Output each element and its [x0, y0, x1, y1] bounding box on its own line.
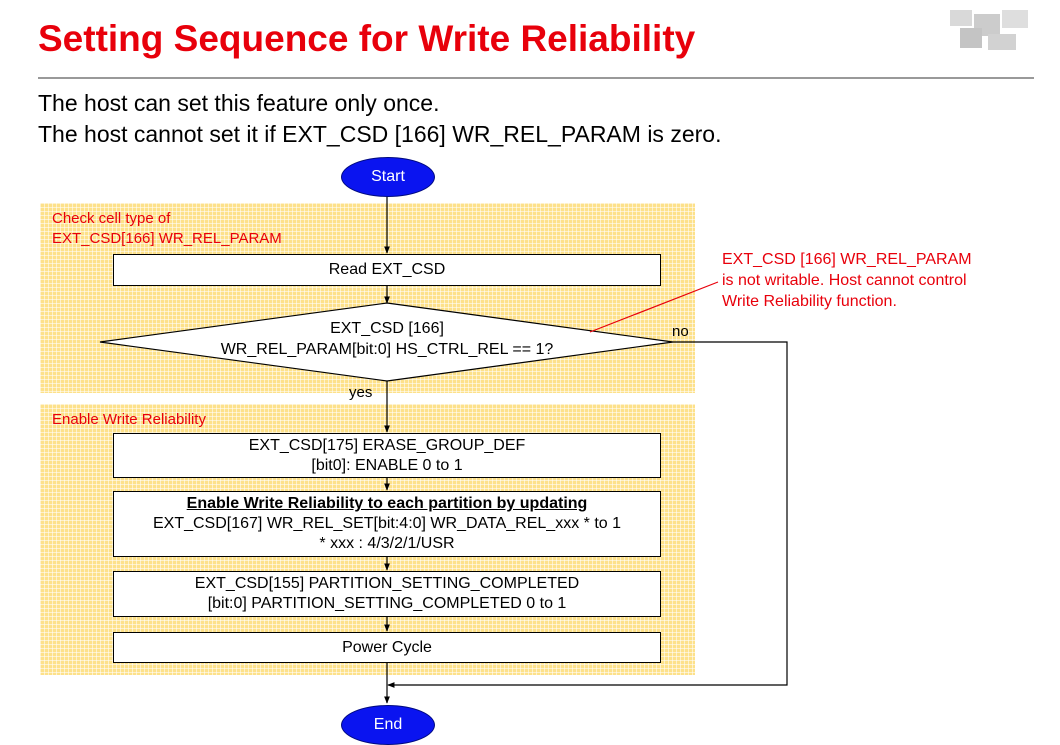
subtitle-line-1: The host can set this feature only once.	[38, 90, 440, 116]
step-read-ext-csd-text: Read EXT_CSD	[328, 261, 446, 278]
title-divider	[38, 77, 1034, 79]
step-enable-heading: Enable Write Reliability to each partiti…	[186, 495, 588, 512]
region-check-cell-type: Check cell type of EXT_CSD[166] WR_REL_P…	[40, 203, 695, 393]
region-enable-label: Enable Write Reliability	[52, 410, 206, 430]
step-erase-line-2: [bit0]: ENABLE 0 to 1	[311, 456, 463, 474]
step-partition-line-1: EXT_CSD[155] PARTITION_SETTING_COMPLETED	[194, 575, 580, 592]
step-partition-line-2: [bit:0] PARTITION_SETTING_COMPLETED 0 to…	[207, 595, 567, 612]
company-logo	[950, 10, 1028, 50]
page-title: Setting Sequence for Write Reliability	[38, 18, 696, 59]
subtitle-line-2: The host cannot set it if EXT_CSD [166] …	[38, 121, 722, 147]
step-enable-write-reliability: Enable Write Reliability to each partiti…	[113, 491, 661, 557]
note-leader-line	[589, 281, 719, 333]
no-label: no	[672, 323, 689, 340]
step-power-cycle-text: Power Cycle	[342, 638, 432, 656]
step-power-cycle: Power Cycle	[113, 632, 661, 663]
step-erase-line-1: EXT_CSD[175] ERASE_GROUP_DEF	[248, 436, 526, 454]
end-terminal: End	[341, 705, 435, 745]
arrow-no-branch	[387, 341, 788, 688]
decision-line-2: WR_REL_PARAM[bit:0] HS_CTRL_REL == 1?	[220, 341, 554, 358]
region-check-label-line-1: Check cell type of	[52, 210, 171, 227]
note-line-1: EXT_CSD [166] WR_REL_PARAM	[722, 251, 972, 268]
yes-label: yes	[349, 384, 373, 401]
annotation-note: EXT_CSD [166] WR_REL_PARAM is not writab…	[722, 249, 972, 312]
step-partition-setting: EXT_CSD[155] PARTITION_SETTING_COMPLETED…	[113, 571, 661, 617]
note-line-2: is not writable. Host cannot control	[722, 272, 967, 289]
region-check-label-line-2: EXT_CSD[166] WR_REL_PARAM	[52, 230, 282, 247]
region-check-cell-type-label: Check cell type of EXT_CSD[166] WR_REL_P…	[52, 209, 282, 249]
decision-line-1: EXT_CSD [166]	[330, 320, 444, 337]
note-line-3: Write Reliability function.	[722, 293, 897, 310]
region-enable-label-line-1: Enable Write Reliability	[52, 411, 206, 428]
step-erase-group-def: EXT_CSD[175] ERASE_GROUP_DEF [bit0]: ENA…	[113, 433, 661, 478]
step-read-ext-csd: Read EXT_CSD	[113, 254, 661, 286]
decision-text: EXT_CSD [166] WR_REL_PARAM[bit:0] HS_CTR…	[113, 318, 661, 360]
step-enable-line-2: * xxx : 4/3/2/1/USR	[319, 535, 455, 552]
start-terminal: Start	[341, 157, 435, 197]
step-enable-line-1: EXT_CSD[167] WR_REL_SET[bit:4:0] WR_DATA…	[152, 515, 622, 532]
